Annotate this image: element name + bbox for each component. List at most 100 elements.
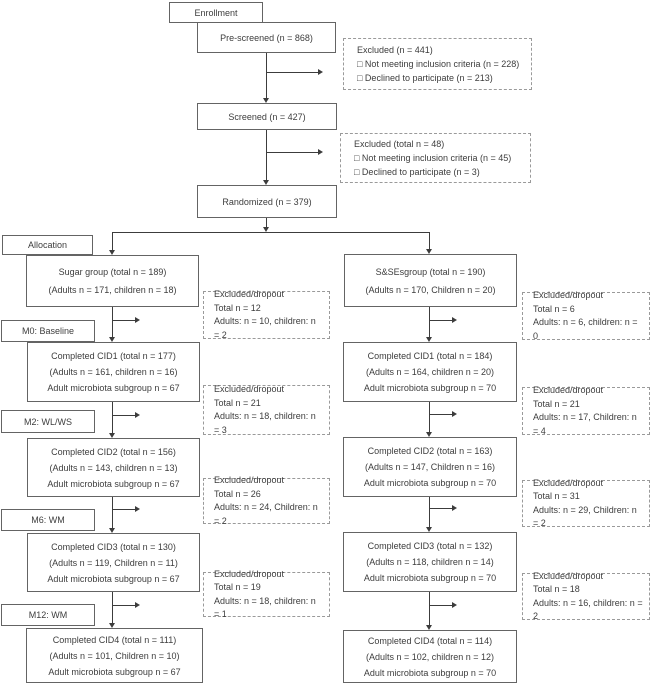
randomized-box: Randomized (n = 379) bbox=[197, 185, 337, 218]
dropout-line: Total n = 19 bbox=[214, 582, 261, 592]
arrow-down-icon bbox=[109, 528, 115, 533]
cid-line: (Adults n = 102, children n = 12) bbox=[365, 651, 495, 662]
dropout-line: Excluded/dropout bbox=[214, 475, 285, 485]
sse-cid1-box: Completed CID1 (total n = 184) (Adults n… bbox=[343, 342, 517, 402]
sugar-group-line: Sugar group (total n = 189) bbox=[58, 267, 167, 277]
arrow-right-icon bbox=[318, 149, 323, 155]
allocation-stage-box: Allocation bbox=[2, 235, 93, 255]
connector-line bbox=[429, 497, 430, 527]
sse-dropout4-box: Excluded/dropout Total n = 18 Adults: n … bbox=[522, 571, 650, 621]
arrow-down-icon bbox=[263, 180, 269, 185]
arrow-right-icon bbox=[135, 412, 140, 418]
arrow-right-icon bbox=[135, 602, 140, 608]
sse-group-line: S&SEsgroup (total n = 190) bbox=[375, 266, 486, 277]
arrow-right-icon bbox=[452, 317, 457, 323]
cid-line: (Adults n = 119, Children n = 11) bbox=[49, 557, 178, 568]
allocation-label: Allocation bbox=[27, 240, 68, 250]
cid-line: (Adults n = 164, children n = 20) bbox=[365, 367, 495, 377]
dropout-line: Excluded/dropout bbox=[214, 568, 285, 579]
sse-cid4-box: Completed CID4 (total n = 114) (Adults n… bbox=[343, 630, 517, 683]
arrow-right-icon bbox=[452, 602, 457, 608]
cid-line: Completed CID3 (total n = 132) bbox=[367, 541, 493, 551]
connector-line bbox=[429, 592, 430, 625]
connector-line bbox=[112, 232, 430, 233]
sugar-cid1-box: Completed CID1 (total n = 177) (Adults n… bbox=[27, 342, 200, 402]
dropout-line: Adults: n = 29, Children: n = 2 bbox=[533, 504, 637, 529]
sse-dropout2-box: Excluded/dropout Total n = 21 Adults: n … bbox=[522, 385, 650, 436]
arrow-down-icon bbox=[426, 625, 432, 630]
arrow-down-icon bbox=[109, 250, 115, 255]
arrow-down-icon bbox=[426, 527, 432, 532]
dropout-line: Adults: n = 17, Children: n = 4 bbox=[533, 412, 637, 436]
dropout-line: Adults: n = 6, children: n = 0 bbox=[533, 317, 638, 341]
connector-line bbox=[429, 232, 430, 249]
connector-line bbox=[266, 130, 267, 180]
cid-line: (Adults n = 143, children n = 13) bbox=[49, 462, 178, 473]
cid-line: (Adults n = 118, children n = 14) bbox=[366, 557, 494, 567]
arrow-down-icon bbox=[426, 337, 432, 342]
connector-line bbox=[112, 307, 113, 337]
sse-cid2-box: Completed CID2 (total n = 163) (Adults n… bbox=[343, 437, 517, 497]
connector-line bbox=[112, 232, 113, 250]
sugar-cid4-box: Completed CID4 (total n = 111) (Adults n… bbox=[26, 628, 203, 683]
dropout-line: Adults: n = 16, children: n = 2 bbox=[533, 597, 643, 622]
arrow-right-icon bbox=[135, 506, 140, 512]
connector-line bbox=[266, 152, 318, 153]
sugar-cid3-box: Completed CID3 (total n = 130) (Adults n… bbox=[27, 533, 200, 592]
excluded-item: □ Not meeting inclusion criteria (n = 45… bbox=[354, 153, 512, 163]
dropout-line: Excluded/dropout bbox=[214, 289, 285, 299]
sse-group-box: S&SEsgroup (total n = 190) (Adults n = 1… bbox=[344, 254, 517, 307]
sugar-cid2-box: Completed CID2 (total n = 156) (Adults n… bbox=[27, 438, 200, 497]
arrow-down-icon bbox=[263, 227, 269, 232]
cid-line: (Adults n = 147, Children n = 16) bbox=[364, 462, 496, 472]
connector-line bbox=[112, 592, 113, 623]
cid-line: Completed CID4 (total n = 111) bbox=[52, 634, 177, 645]
cid-line: Adult microbiota subgroup n = 70 bbox=[363, 478, 497, 488]
randomized-label: Randomized (n = 379) bbox=[222, 196, 312, 207]
m2-label: M2: WL/WS bbox=[23, 416, 72, 427]
connector-line bbox=[266, 218, 267, 227]
sugar-group-box: Sugar group (total n = 189) (Adults n = … bbox=[26, 255, 199, 307]
cid-line: Completed CID3 (total n = 130) bbox=[51, 541, 176, 552]
enrollment-stage-box: Enrollment bbox=[169, 2, 263, 23]
prescreened-box: Pre-screened (n = 868) bbox=[197, 22, 336, 53]
dropout-line: Total n = 21 bbox=[214, 397, 261, 408]
excluded-title: Excluded (n = 441) bbox=[357, 45, 433, 55]
cid-line: Adult microbiota subgroup n = 67 bbox=[48, 666, 181, 677]
cid-line: Adult microbiota subgroup n = 67 bbox=[47, 383, 180, 393]
arrow-down-icon bbox=[109, 623, 115, 628]
cid-line: (Adults n = 161, children n = 16) bbox=[49, 367, 178, 377]
dropout-line: Excluded/dropout bbox=[533, 385, 604, 395]
cid-line: Completed CID2 (total n = 163) bbox=[367, 446, 493, 456]
excluded-item: □ Declined to participate (n = 3) bbox=[354, 167, 480, 177]
connector-line bbox=[429, 307, 430, 337]
connector-line bbox=[429, 320, 452, 321]
sugar-dropout1-box: Excluded/dropout Total n = 12 Adults: n … bbox=[203, 289, 330, 340]
m0-baseline-stage-box: M0: Baseline bbox=[1, 320, 95, 342]
m6-label: M6: WM bbox=[31, 515, 65, 525]
cid-line: Completed CID1 (total n = 184) bbox=[367, 351, 493, 361]
dropout-line: Excluded/dropout bbox=[533, 477, 604, 488]
connector-line bbox=[429, 508, 452, 509]
m12-label: M12: WM bbox=[28, 610, 68, 620]
sse-dropout3-box: Excluded/dropout Total n = 31 Adults: n … bbox=[522, 477, 650, 528]
cid-line: Completed CID2 (total n = 156) bbox=[51, 446, 176, 457]
connector-line bbox=[429, 414, 452, 415]
dropout-line: Total n = 26 bbox=[214, 488, 261, 499]
excluded-item: □ Declined to participate (n = 213) bbox=[357, 73, 493, 83]
arrow-right-icon bbox=[452, 505, 457, 511]
dropout-line: Total n = 6 bbox=[533, 303, 575, 314]
arrow-down-icon bbox=[109, 433, 115, 438]
cid-line: Adult microbiota subgroup n = 67 bbox=[47, 478, 180, 489]
arrow-down-icon bbox=[109, 337, 115, 342]
cid-line: Adult microbiota subgroup n = 70 bbox=[363, 667, 497, 678]
connector-line bbox=[266, 72, 318, 73]
m6-wm-stage-box: M6: WM bbox=[1, 509, 95, 531]
dropout-line: Excluded/dropout bbox=[533, 290, 604, 300]
cid-line: Adult microbiota subgroup n = 67 bbox=[47, 573, 180, 584]
connector-line bbox=[112, 497, 113, 528]
excluded-screened-box: Excluded (total n = 48) □ Not meeting in… bbox=[340, 133, 531, 183]
connector-line bbox=[112, 320, 135, 321]
arrow-down-icon bbox=[263, 98, 269, 103]
cid-line: (Adults n = 101, Children n = 10) bbox=[49, 650, 180, 661]
